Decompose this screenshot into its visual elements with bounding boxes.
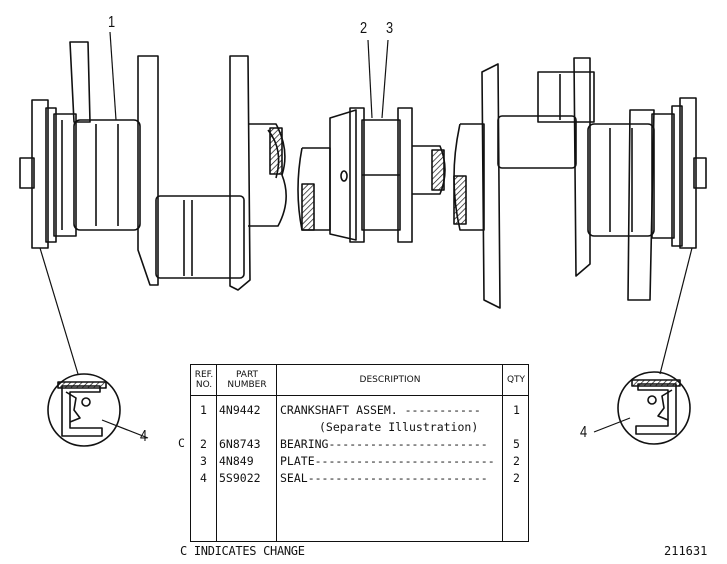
figure-id: 211631 xyxy=(664,544,708,558)
ref-no: 2 xyxy=(200,437,207,451)
header-description: DESCRIPTION xyxy=(277,365,503,396)
seal-detail-left xyxy=(47,373,121,447)
callout-2: 2 xyxy=(360,20,368,37)
table-row: 2 6N8743 BEARING----------------------- … xyxy=(191,437,530,454)
header-part-number: PART NUMBER xyxy=(217,365,277,396)
description: (Separate Illustration) xyxy=(319,420,479,434)
callout-4-right: 4 xyxy=(580,424,588,441)
description: BEARING----------------------- xyxy=(280,437,488,451)
center-bearing xyxy=(297,107,446,243)
description: PLATE-------------------------- xyxy=(280,454,495,468)
qty: 2 xyxy=(513,471,520,485)
description: SEAL-------------------------- xyxy=(280,471,488,485)
right-crankshaft xyxy=(453,57,707,309)
ref-no: 4 xyxy=(200,471,207,485)
table-row: 3 4N849 PLATE-------------------------- … xyxy=(191,454,530,471)
change-marker: C xyxy=(178,436,185,450)
change-legend: C INDICATES CHANGE xyxy=(180,544,305,558)
header-ref: REF. NO. xyxy=(191,365,217,396)
qty: 5 xyxy=(513,437,520,451)
callout-1: 1 xyxy=(108,14,116,31)
qty: 2 xyxy=(513,454,520,468)
callout-3: 3 xyxy=(386,20,394,37)
callout-4-left: 4 xyxy=(140,428,148,445)
ref-no: 3 xyxy=(200,454,207,468)
left-crankshaft xyxy=(19,41,287,291)
table-row: 4 5S9022 SEAL-------------------------- … xyxy=(191,471,530,488)
description: CRANKSHAFT ASSEM. ----------- xyxy=(280,403,481,417)
part-number: 5S9022 xyxy=(219,471,261,485)
part-number: 4N849 xyxy=(219,454,254,468)
table-row: 1 4N9442 CRANKSHAFT ASSEM. ----------- 1 xyxy=(191,403,530,420)
leader-lines xyxy=(39,31,693,439)
parts-table: REF. NO. PART NUMBER DESCRIPTION QTY 1 4… xyxy=(190,364,529,542)
seal-detail-right xyxy=(617,371,691,445)
part-number: 4N9442 xyxy=(219,403,261,417)
table-row: (Separate Illustration) xyxy=(191,420,530,437)
header-qty: QTY xyxy=(503,365,529,396)
ref-no: 1 xyxy=(200,403,207,417)
part-number: 6N8743 xyxy=(219,437,261,451)
qty: 1 xyxy=(513,403,520,417)
